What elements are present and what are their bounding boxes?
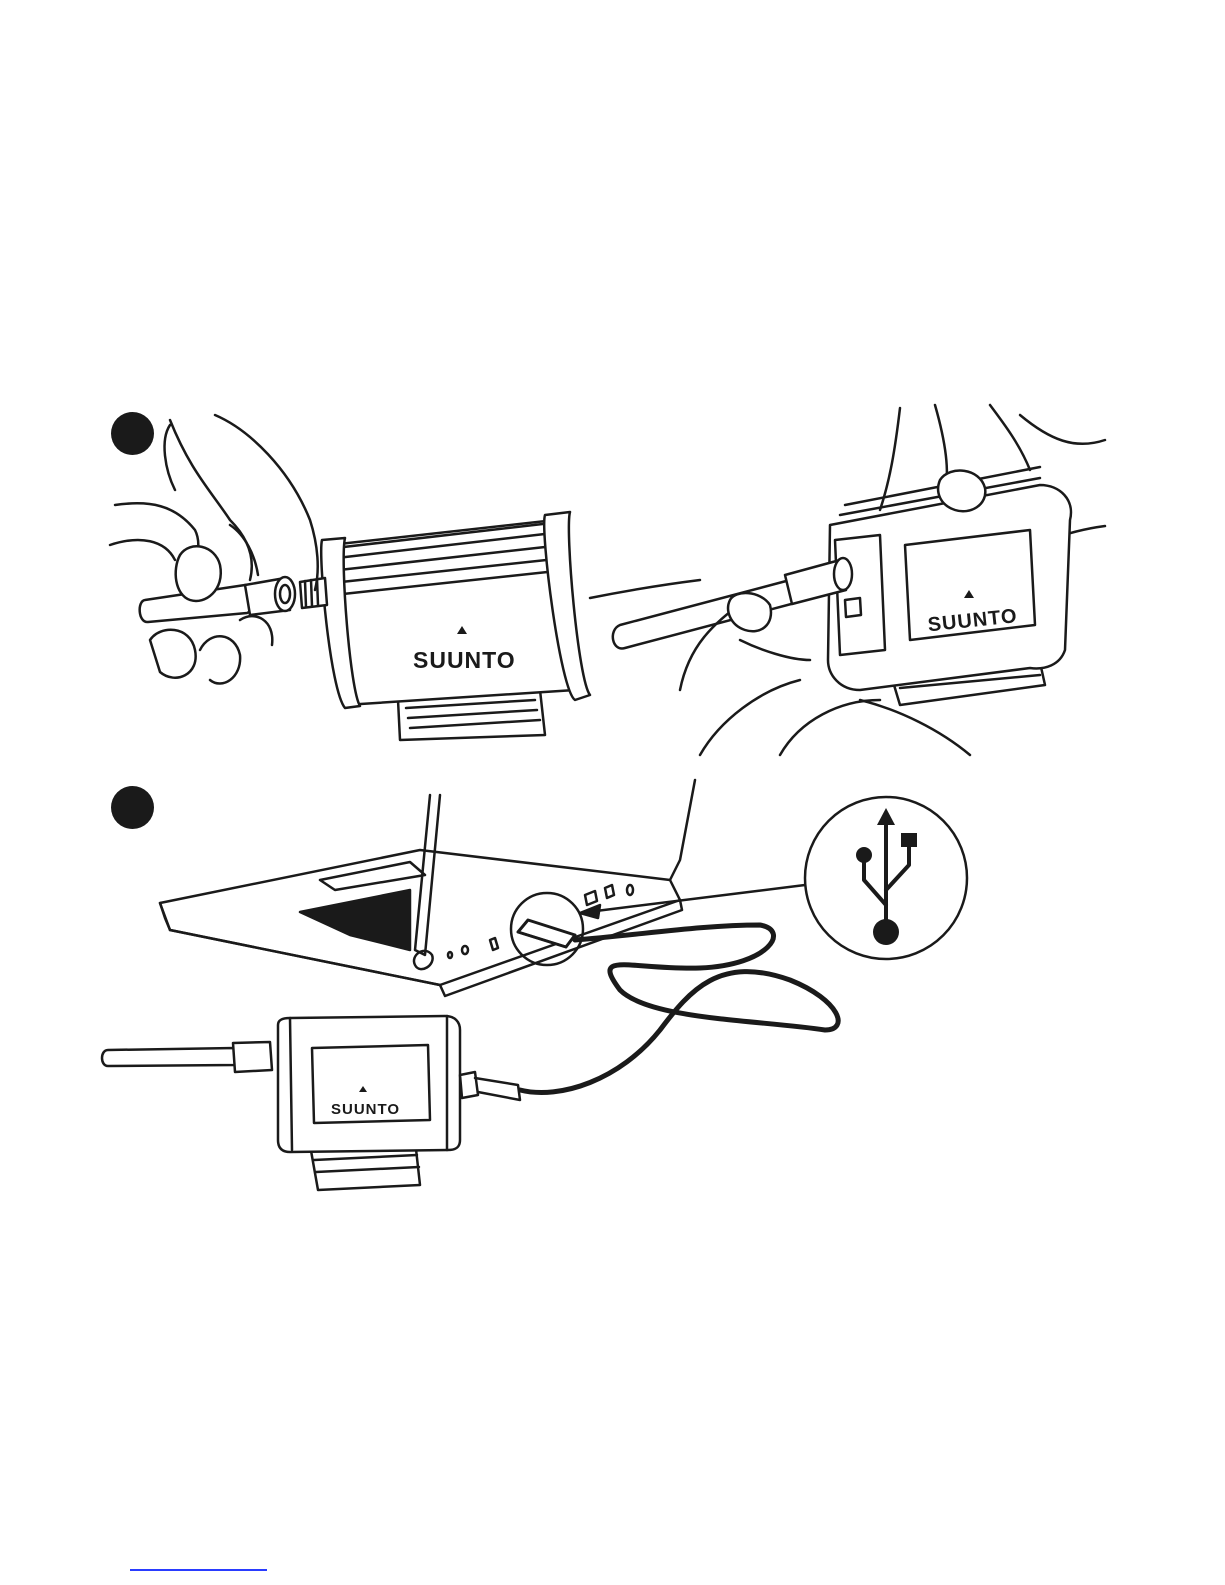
usb-icon: [805, 797, 967, 959]
pod-right-illustration: [613, 405, 1105, 755]
svg-text:SUUNTO: SUUNTO: [331, 1101, 400, 1118]
pod-left-illustration: [110, 415, 700, 740]
svg-text:SUUNTO: SUUNTO: [413, 647, 516, 673]
footer-link-underline: [130, 1569, 267, 1571]
pod-bottom-illustration: [102, 1016, 520, 1190]
usb-cable: [520, 925, 838, 1093]
